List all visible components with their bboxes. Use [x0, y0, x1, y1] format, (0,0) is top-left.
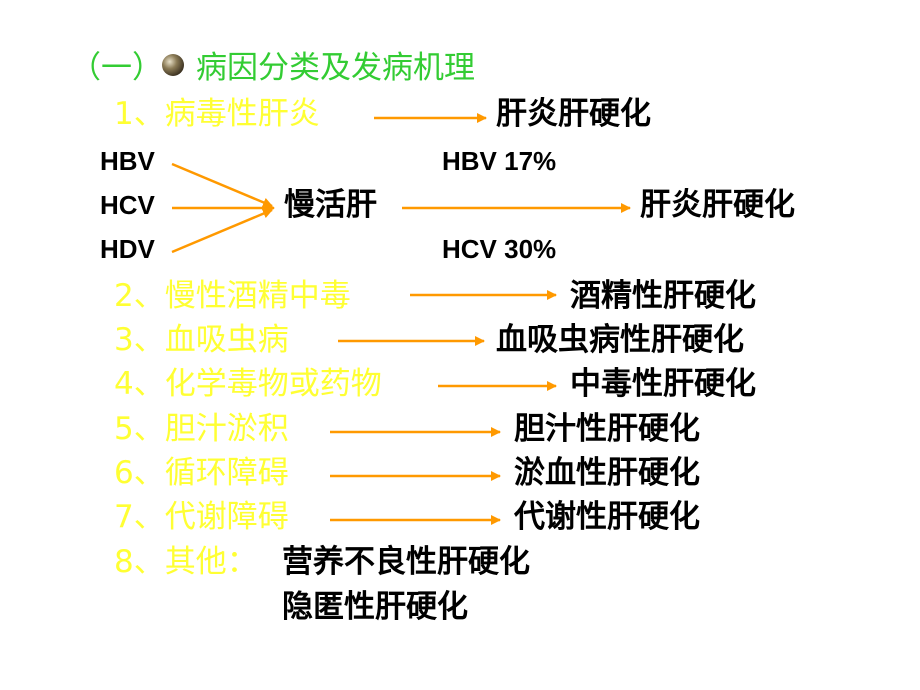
item-6-label: 6、循环障碍: [114, 455, 289, 491]
item-5-result: 胆汁性肝硬化: [514, 411, 700, 447]
virus-hdv: HDV: [100, 234, 155, 264]
item-3-result: 血吸虫病性肝硬化: [496, 322, 744, 358]
item-4-result: 中毒性肝硬化: [570, 366, 756, 402]
item-1-label: 1、病毒性肝炎: [114, 96, 320, 132]
item-5-label: 5、胆汁淤积: [114, 411, 289, 447]
item-8-result-a: 营养不良性肝硬化: [282, 544, 530, 580]
sphere-bullet-icon: [162, 54, 184, 76]
virus-hcv: HCV: [100, 190, 155, 220]
chronic-active-hepatitis: 慢活肝: [284, 187, 377, 223]
item-3-label: 3、血吸虫病: [114, 322, 289, 358]
stat-hbv: HBV 17%: [442, 146, 557, 176]
item-1-result: 肝炎肝硬化: [496, 96, 651, 132]
item-8-label: 8、其他：: [114, 544, 258, 580]
item-7-result: 代谢性肝硬化: [514, 499, 700, 535]
arrow-hdv: [171, 208, 273, 254]
arrow-hbv: [171, 162, 273, 208]
viral-result: 肝炎肝硬化: [640, 187, 795, 223]
heading-prefix: （一）: [70, 50, 163, 86]
heading-title: 病因分类及发病机理: [196, 50, 475, 86]
item-4-label: 4、化学毒物或药物: [114, 366, 382, 402]
stat-hcv: HCV 30%: [442, 234, 557, 264]
item-7-label: 7、代谢障碍: [114, 499, 289, 535]
item-8-result-b: 隐匿性肝硬化: [282, 589, 468, 625]
virus-hbv: HBV: [100, 146, 155, 176]
item-2-label: 2、慢性酒精中毒: [114, 278, 351, 314]
item-6-result: 淤血性肝硬化: [514, 455, 700, 491]
item-2-result: 酒精性肝硬化: [570, 278, 756, 314]
